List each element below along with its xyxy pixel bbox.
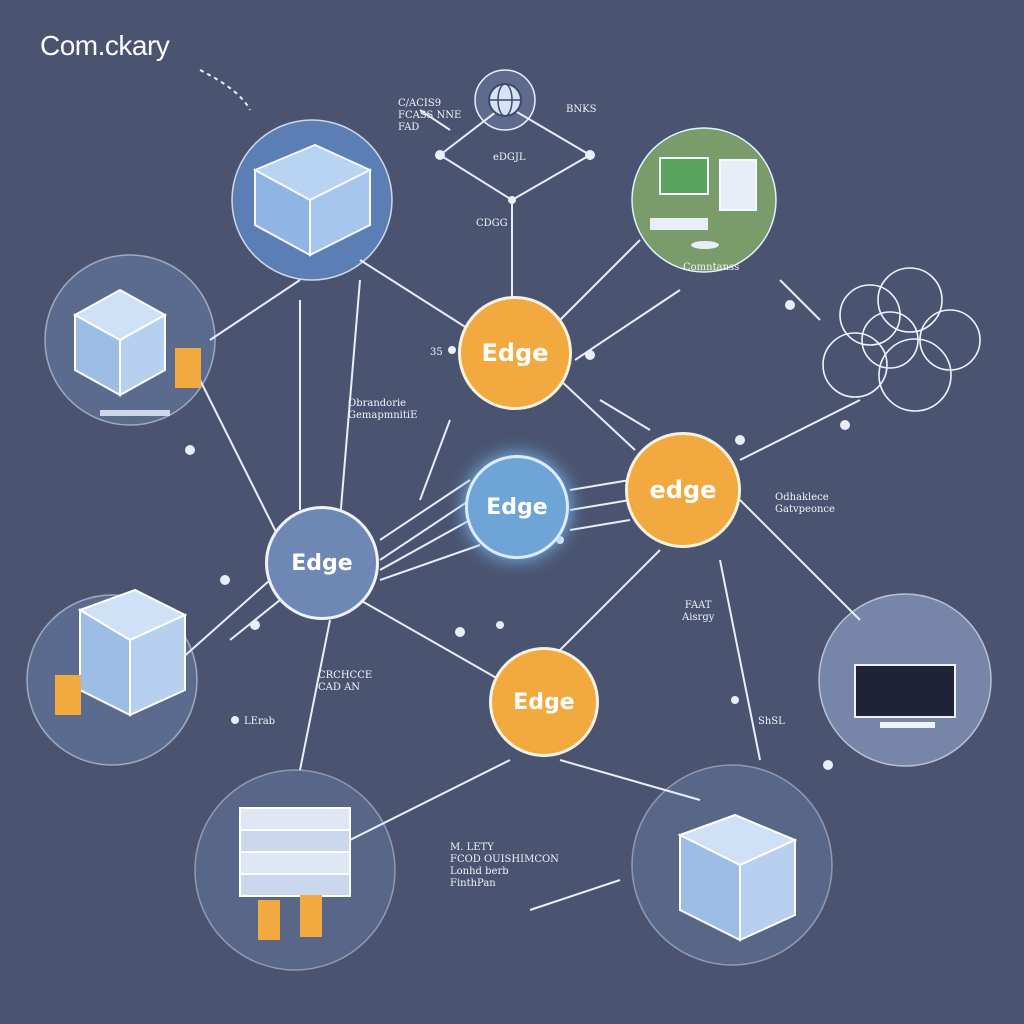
label-left-number: 35 (430, 347, 443, 358)
edge-node-left[interactable]: Edge (265, 506, 379, 620)
label-top-right: BNKS (566, 104, 597, 115)
edge-node-label: edge (649, 476, 717, 504)
datacenter-icon (72, 288, 201, 416)
diagram-title: Com.ckary (40, 30, 170, 61)
edge-node-label: Edge (481, 339, 549, 367)
edge-node-right[interactable]: edge (625, 432, 741, 548)
workstation-icon (650, 157, 757, 249)
monitor-icon (854, 664, 956, 728)
label-bottom-center: M. LETY FCOD OUISHIMCON Lonhd berb Finth… (450, 842, 559, 889)
server-rack-icon (239, 807, 351, 940)
label-upper-center: CDGG (476, 218, 508, 229)
label-lower-right-small: ShSL (758, 716, 785, 727)
label-right-mid: FAAT Aisrgy (682, 600, 715, 623)
label-left-lower: CRCHCCE CAD AN (318, 670, 373, 693)
label-right-center: Odhaklece Gatvpeonce (775, 492, 835, 515)
connector-dots (185, 150, 850, 770)
edge-node-bottom[interactable]: Edge (489, 647, 599, 757)
edge-node-center[interactable]: Edge (465, 455, 569, 559)
edge-node-label: Edge (513, 689, 575, 715)
edge-node-label: Edge (486, 494, 548, 520)
label-top-left: C/ACIS9 FCASS NNE FAD (398, 98, 462, 133)
label-lower-left-small: LErab (244, 716, 276, 727)
label-top-center: eDGJL (493, 152, 526, 163)
mesh-cloud-icon (822, 267, 981, 412)
label-workstation-caption: Comntanss (683, 262, 740, 273)
edge-node-top[interactable]: Edge (458, 296, 572, 410)
wire-group (179, 69, 861, 911)
server-cube-icon (677, 813, 798, 942)
server-cube-icon (252, 143, 373, 257)
globe-icon (488, 83, 522, 117)
edge-node-label: Edge (291, 550, 353, 576)
label-left-center: Obrandorie GemapmnitiE (348, 398, 418, 421)
datacenter-icon (55, 588, 188, 717)
